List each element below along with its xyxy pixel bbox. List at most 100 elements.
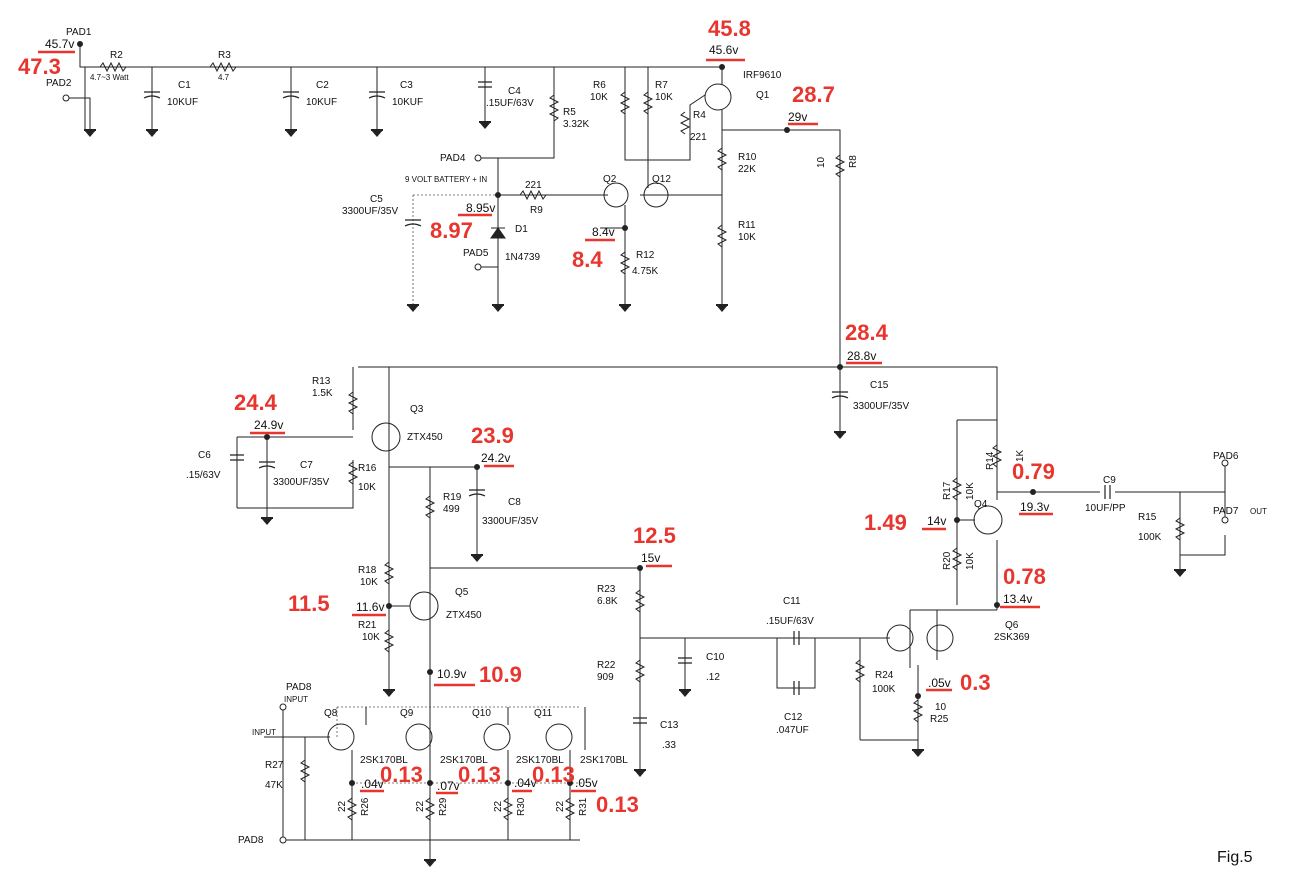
c2-value: 10KUF (306, 97, 337, 108)
c8-value: 3300UF/35V (482, 516, 538, 527)
q9-value: 2SK170BL (440, 755, 488, 766)
ann-q4-out: 0.79 (1012, 459, 1055, 484)
r12-value: 4.75K (632, 266, 658, 277)
c13-label: C13 (660, 720, 679, 731)
v-q5-emitter: 10.9v (437, 667, 466, 681)
c15-label: C15 (870, 380, 889, 391)
ann-q6-drain: 0.78 (1003, 564, 1046, 589)
figure-label: Fig.5 (1217, 849, 1253, 866)
q1-label: Q1 (756, 90, 770, 101)
v-q1-drain: 29v (788, 110, 807, 124)
pad7-out: OUT (1250, 507, 1267, 516)
c9-value: 10UF/PP (1085, 503, 1126, 514)
v-q9-source: .07v (437, 779, 460, 793)
c10-label: C10 (706, 652, 725, 663)
q6-value: 2SK369 (994, 632, 1030, 643)
d1-label: D1 (515, 224, 528, 235)
r5-value: 3.32K (563, 119, 589, 130)
r13-label: R13 (312, 376, 331, 387)
v-q5-base: 11.6v (356, 600, 384, 614)
v-q4-base: 14v (927, 514, 946, 528)
c5-value: 3300UF/35V (342, 206, 398, 217)
v-q3-emitter: 24.2v (481, 451, 510, 465)
resistor-symbols (99, 61, 1186, 821)
pad2-label: PAD2 (46, 78, 72, 89)
pad4-label: PAD4 (440, 153, 466, 164)
r31-value: 22 (555, 800, 566, 812)
c11-label: C11 (783, 596, 801, 607)
ann-q6-source: 0.3 (960, 670, 991, 695)
r13-value: 1.5K (312, 388, 333, 399)
r16-value: 10K (358, 482, 376, 493)
r3-value: 4.7 (218, 73, 230, 82)
v-q2: 8.4v (592, 225, 615, 239)
junction-dots (77, 41, 1036, 786)
q12-label: Q12 (652, 174, 671, 185)
pad7-label: PAD7 (1213, 506, 1239, 517)
ann-c15: 28.4 (845, 320, 889, 345)
c3-label: C3 (400, 80, 413, 91)
r11-label: R11 (738, 220, 756, 231)
pad6-label: PAD6 (1213, 451, 1239, 462)
c8-label: C8 (508, 497, 521, 508)
r22-label: R22 (597, 660, 616, 671)
ann-q10-source: 0.13 (532, 762, 575, 787)
q8-label: Q8 (324, 708, 338, 719)
r29-value: 22 (415, 800, 426, 812)
r6-value: 10K (590, 92, 608, 103)
r27-label: R27 (265, 760, 284, 771)
r20-value: 10K (965, 552, 976, 570)
input-label: INPUT (252, 728, 276, 737)
r11-value: 10K (738, 232, 756, 243)
r30-label: R30 (516, 797, 527, 816)
r7-label: R7 (655, 80, 668, 91)
r21-label: R21 (358, 620, 377, 631)
q10-value: 2SK170BL (516, 755, 564, 766)
c12-value: .047UF (776, 725, 809, 736)
r15-value: 100K (1138, 532, 1162, 543)
q5-value: ZTX450 (446, 610, 482, 621)
c12-label: C12 (784, 712, 803, 723)
component-labels: PAD1 PAD2 R2 4.7~3 Watt R3 4.7 C1 10KUF … (46, 27, 1267, 846)
pad8-input-label: PAD8 (286, 682, 312, 693)
zener-diode (490, 227, 506, 239)
r27-value: 47K (265, 780, 283, 791)
pad1-label: PAD1 (66, 27, 92, 38)
v-c15: 28.8v (847, 349, 876, 363)
r29-label: R29 (438, 797, 449, 816)
r2-value: 4.7~3 Watt (90, 73, 129, 82)
r18-label: R18 (358, 565, 377, 576)
q8-value: 2SK170BL (360, 755, 408, 766)
v-node-15v: 15v (641, 551, 660, 565)
annotation-underlines (38, 50, 1053, 795)
pad8-input-sub: INPUT (284, 695, 308, 704)
r26-value: 22 (337, 800, 348, 812)
r24-value: 100K (872, 684, 896, 695)
r30-value: 22 (493, 800, 504, 812)
ann-q3-emitter: 23.9 (471, 423, 514, 448)
r20-label: R20 (942, 551, 953, 570)
q3-label: Q3 (410, 404, 424, 415)
r5-label: R5 (563, 107, 576, 118)
v-q10-source: .04v (514, 776, 537, 790)
r3-label: R3 (218, 50, 231, 61)
red-annotations: 47.3 45.8 28.7 8.97 8.4 28.4 24.4 23.9 1… (18, 16, 1055, 817)
r31-label: R31 (578, 797, 589, 816)
r10-value: 22K (738, 164, 756, 175)
ann-node-15v: 12.5 (633, 523, 676, 548)
q3-value: ZTX450 (407, 432, 443, 443)
ann-q5-emitter: 10.9 (479, 662, 522, 687)
v-q8-source: .04v (361, 777, 384, 791)
pad-terminals (62, 94, 1229, 844)
v-pad1: 45.7v (45, 37, 74, 51)
v-q1-source: 45.6v (709, 43, 738, 57)
q9-label: Q9 (400, 708, 414, 719)
ann-q11-source: 0.13 (596, 792, 639, 817)
ground-symbols (83, 121, 1187, 868)
v-q3-base: 24.9v (254, 418, 283, 432)
r17-value: 10K (965, 482, 976, 500)
capacitor-symbols (143, 81, 1111, 724)
r10-label: R10 (738, 152, 757, 163)
r15-label: R15 (1138, 512, 1157, 523)
